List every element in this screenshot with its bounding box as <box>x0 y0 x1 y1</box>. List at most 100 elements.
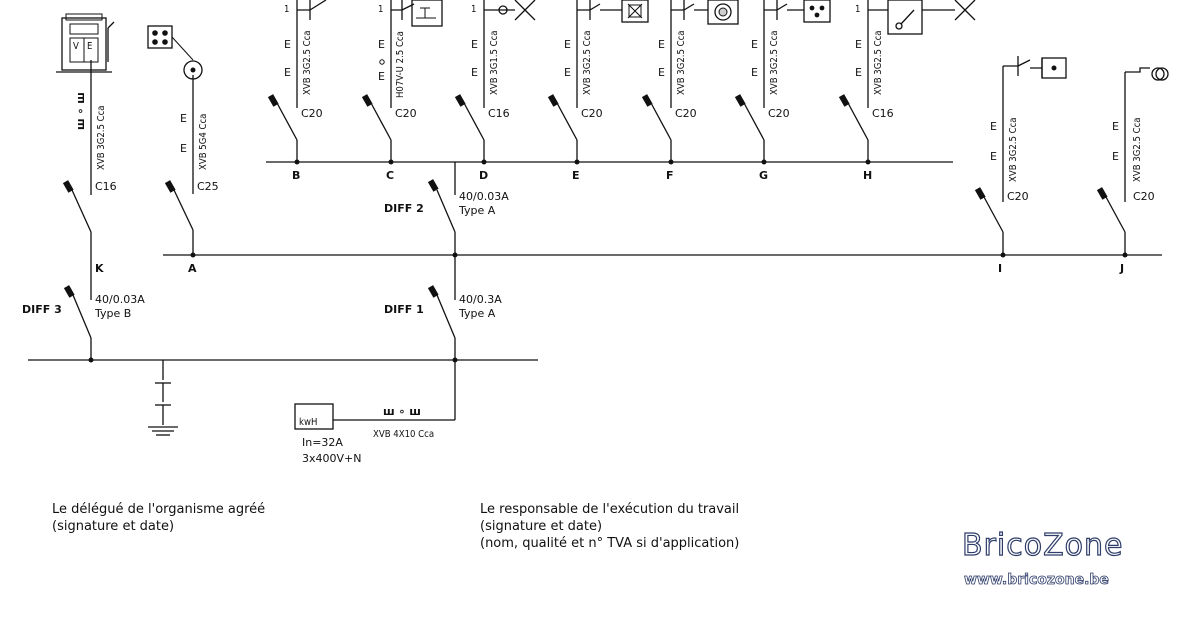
diff3-type: Type B <box>94 307 131 320</box>
circuit-d-e2: E <box>471 66 478 79</box>
circuit-d: D C16 XVB 3G1.5 Cca E E 1 <box>454 0 536 182</box>
diff1-rating: 40/0.3A <box>459 293 502 306</box>
earth-symbol <box>148 360 178 436</box>
signature-left-line1: Le délégué de l'organisme agréé <box>52 502 266 517</box>
diff1-name: DIFF 1 <box>384 303 424 316</box>
circuit-e-label: E <box>572 169 580 182</box>
circuit-j-breaker: C20 <box>1133 190 1155 203</box>
circuit-f-cable: XVB 3G2.5 Cca <box>676 30 687 95</box>
wiring-diagram: kwH ш ∘ ш XVB 4X10 Cca In=32A 3x400V+N D… <box>22 0 1169 465</box>
circuit-f-e2: E <box>658 66 665 79</box>
circuit-i-breaker: C20 <box>1007 190 1029 203</box>
bricozone-logo: BricoZone <box>961 527 1124 563</box>
circuit-j-label: J <box>1119 262 1124 275</box>
circuit-b: B C20 XVB 3G2.5 Cca E E 1 <box>267 0 327 182</box>
svg-text:ш ∘ ш: ш ∘ ш <box>74 92 87 130</box>
circuit-h: H C16 XVB 3G2.5 Cca E E 1 <box>838 0 976 182</box>
circuit-d-cable: XVB 3G1.5 Cca <box>489 30 500 95</box>
circuit-g-label: G <box>759 169 768 182</box>
circuit-h-cable: XVB 3G2.5 Cca <box>873 30 884 95</box>
circuit-h-breaker: C16 <box>872 107 894 120</box>
circuit-c-count: 1 <box>378 4 383 15</box>
meter-label: kwH <box>299 417 317 428</box>
signature-left: Le délégué de l'organisme agréé (signatu… <box>52 501 265 535</box>
circuit-a-cable: XVB 5G4 Cca <box>198 114 209 170</box>
diff1-switch: DIFF 1 40/0.3A Type A <box>384 252 502 363</box>
diff1-type: Type A <box>458 307 496 320</box>
circuit-i-cable: XVB 3G2.5 Cca <box>1008 117 1019 182</box>
circuit-c-e2: E <box>378 70 385 83</box>
circuit-c-e1: E <box>378 38 385 51</box>
circuit-e-breaker: C20 <box>581 107 603 120</box>
circuit-k-breaker: C16 <box>95 180 117 193</box>
circuit-b-count: 1 <box>284 4 289 15</box>
circuit-c-label: C <box>386 169 394 182</box>
circuit-c-breaker: C20 <box>395 107 417 120</box>
cooktop-icon <box>147 25 203 80</box>
circuit-f: F C20 XVB 3G2.5 Cca E E <box>641 0 739 182</box>
circuit-g-e1: E <box>751 38 758 51</box>
diff2-name: DIFF 2 <box>384 202 424 215</box>
ev-charger-icon: V E <box>56 13 115 73</box>
circuit-d-label: D <box>479 169 488 182</box>
meter-voltage: 3x400V+N <box>302 452 361 465</box>
circuit-f-label: F <box>666 169 674 182</box>
circuit-g-e2: E <box>751 66 758 79</box>
circuit-i: I C20 XVB 3G2.5 Cca E E <box>974 56 1067 275</box>
circuit-j: J C20 XVB 3G2.5 Cca E E <box>1096 67 1169 275</box>
circuit-d-count: 1 <box>471 4 476 15</box>
circuit-h-e2: E <box>855 66 862 79</box>
circuit-d-e1: E <box>471 38 478 51</box>
signature-right-line1: Le responsable de l'exécution du travail <box>480 502 740 517</box>
circuit-e-e2: E <box>564 66 571 79</box>
circuit-i-label: I <box>998 262 1002 275</box>
circuit-h-label: H <box>863 169 872 182</box>
signature-right: Le responsable de l'exécution du travail… <box>480 501 739 552</box>
circuit-f-e1: E <box>658 38 665 51</box>
diff3-switch: DIFF 3 40/0.03A Type B <box>22 250 145 363</box>
circuit-h-e1: E <box>855 38 862 51</box>
circuit-f-breaker: C20 <box>675 107 697 120</box>
circuit-b-breaker: C20 <box>301 107 323 120</box>
signature-right-line2: (signature et date) <box>480 519 603 534</box>
circuit-a-e2: E <box>180 142 187 155</box>
signature-right-line3: (nom, qualité et n° TVA si d'application… <box>480 536 740 551</box>
circuit-i-e2: E <box>990 150 997 163</box>
ev-v-mark: V <box>73 41 79 52</box>
diff2-type: Type A <box>458 204 496 217</box>
circuit-a-label: A <box>188 262 197 275</box>
circuit-b-e1: E <box>284 38 291 51</box>
circuit-a-e1: E <box>180 112 187 125</box>
circuit-g-breaker: C20 <box>768 107 790 120</box>
bricozone-url: www.bricozone.be <box>964 572 1110 589</box>
diff3-name: DIFF 3 <box>22 303 62 316</box>
circuit-j-e1: E <box>1112 120 1119 133</box>
circuit-k: K C16 XVB 3G2.5 Cca ш ∘ ш <box>62 60 117 275</box>
circuit-i-e1: E <box>990 120 997 133</box>
circuit-b-e2: E <box>284 66 291 79</box>
circuit-b-cable: XVB 3G2.5 Cca <box>302 30 313 95</box>
circuit-k-label: K <box>95 262 104 275</box>
circuit-h-count: 1 <box>855 4 860 15</box>
circuit-b-label: B <box>292 169 300 182</box>
meter-cable: XVB 4X10 Cca <box>373 429 434 440</box>
meter-current: In=32A <box>302 436 343 449</box>
diff2-switch: DIFF 2 40/0.03A Type A <box>384 162 509 255</box>
circuit-c-cable: H07V-U 2.5 Cca <box>395 31 406 98</box>
svg-text:ш ∘ ш: ш ∘ ш <box>383 405 421 418</box>
circuit-c: C C20 H07V-U 2.5 Cca E E 1 <box>361 0 443 182</box>
circuit-e: E C20 XVB 3G2.5 Cca E E <box>547 0 649 182</box>
circuit-g: G C20 XVB 3G2.5 Cca E E <box>734 0 831 182</box>
circuit-j-e2: E <box>1112 150 1119 163</box>
circuit-a: A C25 XVB 5G4 Cca E E <box>164 75 219 275</box>
circuit-e-e1: E <box>564 38 571 51</box>
meter: kwH ш ∘ ш XVB 4X10 Cca In=32A 3x400V+N <box>294 360 456 465</box>
circuit-d-breaker: C16 <box>488 107 510 120</box>
circuit-k-cable: XVB 3G2.5 Cca <box>96 105 107 170</box>
circuit-j-cable: XVB 3G2.5 Cca <box>1132 117 1143 182</box>
circuit-g-cable: XVB 3G2.5 Cca <box>769 30 780 95</box>
circuit-a-breaker: C25 <box>197 180 219 193</box>
signature-left-line2: (signature et date) <box>52 519 175 534</box>
diff2-rating: 40/0.03A <box>459 190 509 203</box>
diff3-rating: 40/0.03A <box>95 293 145 306</box>
